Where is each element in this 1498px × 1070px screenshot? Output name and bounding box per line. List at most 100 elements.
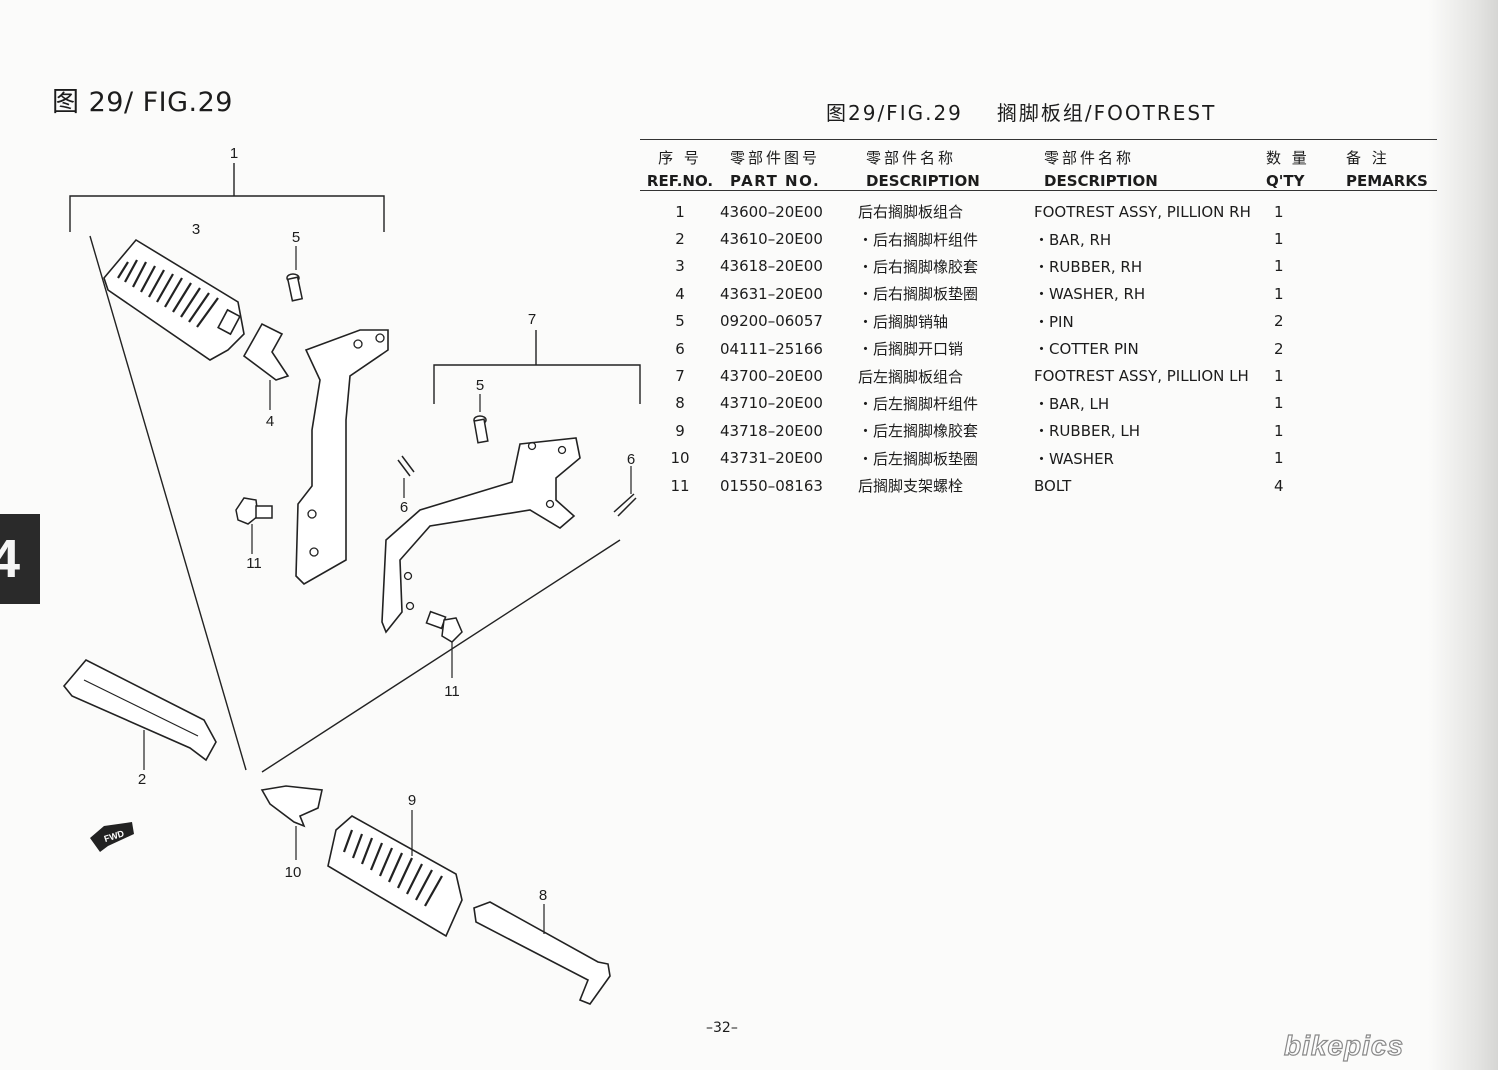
callout-11-lower: 11 (444, 683, 460, 700)
part-8-bar-lh (473, 901, 611, 1005)
cell-remarks (1326, 445, 1437, 472)
cell-qty: 1 (1274, 257, 1284, 276)
part-4-washer-rh (242, 322, 290, 381)
cell-qty: 1 (1274, 394, 1284, 413)
cell-description-en: BOLT (1034, 476, 1072, 495)
cell-description-zh: 后搁脚支架螺栓 (858, 477, 964, 496)
callout-7: 7 (528, 311, 536, 328)
cell-remarks (1326, 417, 1437, 444)
callout-5-lower: 5 (476, 377, 484, 394)
cell-description-en: ・WASHER, RH (1034, 285, 1146, 304)
part-11-bolt-left (235, 497, 273, 525)
cell-remarks (1326, 253, 1437, 280)
cell-qty: 1 (1274, 367, 1284, 386)
part-6-cotter-pin-right (613, 493, 637, 517)
part-5-pin-upper (286, 273, 304, 302)
cell-qty: 2 (1274, 339, 1284, 358)
group-bracket-7 (433, 364, 641, 404)
cell-description-zh: ・后左搁脚杆组件 (858, 394, 979, 413)
cell-qty: 1 (1274, 202, 1284, 221)
callout-1: 1 (230, 145, 238, 162)
cell-qty: 1 (1274, 230, 1284, 249)
cell-part-no: 43610–20E00 (720, 230, 823, 249)
cell-remarks (1326, 308, 1437, 335)
assembly-line-left (89, 235, 247, 771)
table-rule-header (640, 190, 1437, 191)
cell-remarks (1326, 225, 1437, 252)
cell-qty: 2 (1274, 312, 1284, 331)
cell-part-no: 01550–08163 (720, 476, 823, 495)
callout-2: 2 (138, 771, 146, 788)
cell-ref: 5 (675, 312, 685, 331)
cell-qty: 1 (1274, 284, 1284, 303)
cell-description-en: ・COTTER PIN (1034, 340, 1139, 359)
cell-part-no: 43600–20E00 (720, 202, 823, 221)
cell-description-zh: ・后左搁脚橡胶套 (858, 422, 979, 441)
table-row: 3 43618–20E00 ・后右搁脚橡胶套 ・RUBBER, RH 1 (640, 253, 1437, 280)
table-row: 8 43710–20E00 ・后左搁脚杆组件 ・BAR, LH 1 (640, 390, 1437, 417)
cell-description-en: ・WASHER (1034, 449, 1114, 468)
part-5-pin-lower (473, 415, 489, 444)
chapter-tab: 4 (0, 514, 40, 604)
part-3-rubber-rh (103, 238, 245, 361)
cell-ref: 6 (675, 339, 685, 358)
cell-part-no: 43718–20E00 (720, 421, 823, 440)
cell-remarks (1326, 335, 1437, 362)
cell-part-no: 43710–20E00 (720, 394, 823, 413)
cell-part-no: 43731–20E00 (720, 449, 823, 468)
figure-title-right: 图29/FIG.29 搁脚板组/FOOTREST (826, 97, 1216, 126)
part-10-washer-lh (260, 785, 323, 828)
table-row: 11 01550–08163 后搁脚支架螺栓 BOLT 4 (640, 472, 1437, 499)
cell-ref: 8 (675, 394, 685, 413)
figure-number: 图29/FIG.29 (826, 101, 963, 125)
cell-ref: 1 (675, 202, 685, 221)
cell-remarks (1326, 390, 1437, 417)
table-row: 4 43631–20E00 ・后右搁脚板垫圈 ・WASHER, RH 1 (640, 280, 1437, 307)
cell-description-zh: ・后右搁脚杆组件 (858, 230, 979, 249)
cell-part-no: 04111–25166 (720, 339, 823, 358)
group-bracket-1 (69, 195, 385, 232)
cell-ref: 10 (670, 449, 690, 468)
cell-description-zh: ・后左搁脚板垫圈 (858, 449, 979, 468)
cell-qty: 1 (1274, 421, 1284, 440)
cell-description-zh: 后右搁脚板组合 (858, 203, 964, 222)
table-row: 6 04111–25166 ・后搁脚开口销 ・COTTER PIN 2 (640, 335, 1437, 362)
cell-description-zh: ・后右搁脚板垫圈 (858, 285, 979, 304)
cell-part-no: 43618–20E00 (720, 257, 823, 276)
cell-ref: 4 (675, 284, 685, 303)
assembly-line-right (261, 539, 621, 773)
watermark-logo: bikepics (1283, 1029, 1405, 1061)
cell-description-en: FOOTREST ASSY, PILLION RH (1034, 202, 1251, 221)
cell-description-en: ・RUBBER, LH (1034, 422, 1141, 441)
table-row: 9 43718–20E00 ・后左搁脚橡胶套 ・RUBBER, LH 1 (640, 417, 1437, 444)
cell-ref: 3 (675, 257, 685, 276)
callout-10: 10 (285, 864, 302, 881)
table-row: 7 43700–20E00 后左搁脚板组合 FOOTREST ASSY, PIL… (640, 362, 1437, 389)
figure-group-name: 搁脚板组/FOOTREST (996, 101, 1217, 125)
cell-remarks (1326, 198, 1437, 225)
cell-remarks (1326, 280, 1437, 307)
cell-description-zh: ・后搁脚销轴 (858, 312, 949, 331)
part-7-bracket-lh (381, 437, 581, 634)
cell-description-en: ・PIN (1034, 312, 1074, 331)
callout-3: 3 (192, 221, 200, 238)
cell-ref: 7 (675, 367, 685, 386)
table-rule-top (640, 139, 1437, 140)
callout-6-left: 6 (400, 499, 408, 516)
part-2-bar-rh (62, 658, 217, 762)
figure-title-left: 图 29/ FIG.29 (52, 87, 233, 118)
part-6-cotter-pin-left (397, 455, 415, 477)
table-row: 2 43610–20E00 ・后右搁脚杆组件 ・BAR, RH 1 (640, 225, 1437, 252)
cell-qty: 4 (1274, 476, 1284, 495)
cell-description-en: ・BAR, RH (1034, 230, 1112, 249)
cell-description-zh: ・后右搁脚橡胶套 (858, 257, 979, 276)
part-2-bar-rh-mount (295, 329, 389, 585)
table-row: 5 09200–06057 ・后搁脚销轴 ・PIN 2 (640, 308, 1437, 335)
